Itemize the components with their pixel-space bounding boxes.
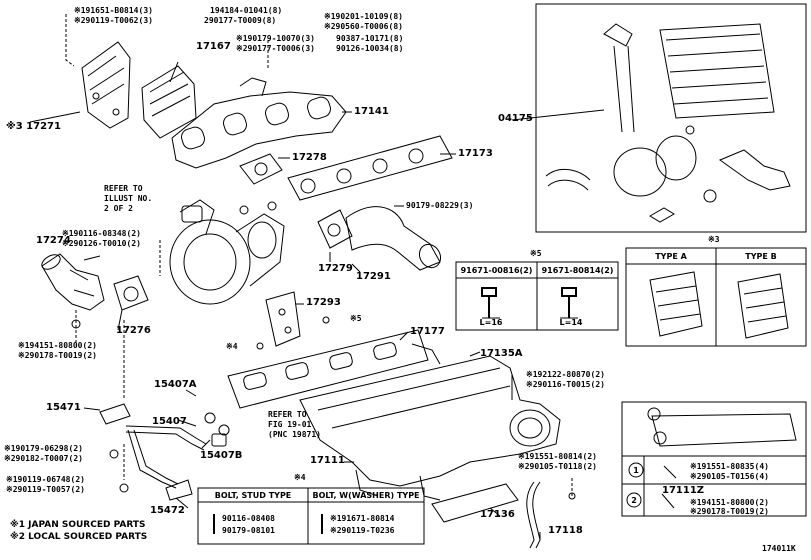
fastener-f8a: ※194151-80800(2): [18, 341, 97, 350]
variant-row2-b: ※290178-T0019(2): [690, 507, 769, 516]
type-box-3: [625, 247, 807, 347]
bracket-17293: [256, 291, 330, 350]
egr-pipe-15407: [99, 403, 230, 501]
fastener-f10a: ※190179-06298(2): [4, 444, 83, 453]
variant-circle-1-label: 1: [633, 466, 639, 475]
bolt-table-5-len2: L=14: [559, 318, 583, 327]
part-17291: 17291: [356, 271, 391, 282]
fastener-f12b: ※290105-T0118(2): [518, 462, 597, 471]
part-15471: 15471: [46, 402, 81, 413]
fastener-f7: 90179-08229(3): [406, 201, 474, 210]
variant-box: [621, 401, 807, 517]
fastener-f11a: ※190119-06748(2): [6, 475, 85, 484]
part-17118: 17118: [548, 525, 583, 536]
mark-5-callout: ※5: [350, 314, 362, 323]
part-15472: 15472: [150, 505, 185, 516]
type-b-label: TYPE B: [745, 252, 777, 261]
part-17111: 17111: [310, 455, 345, 466]
fastener-f1a: ※191651-B0814(3): [74, 6, 153, 15]
bolt-table-4-c1b: 90179-08101: [222, 526, 275, 535]
bolt-table-5-col2: 91671-80814(2): [541, 266, 614, 275]
fastener-f9b: ※290116-T0015(2): [526, 380, 605, 389]
inset-04175: [511, 3, 807, 233]
part-17274: 17274: [36, 235, 71, 246]
fastener-f3a: ※190201-10109(8): [324, 12, 403, 21]
part-15407: 15407: [152, 416, 187, 427]
gasket-17278: [239, 153, 283, 185]
fastener-f2b: 290177-T0009(8): [204, 16, 277, 25]
part-15407A: 15407A: [154, 379, 197, 390]
part-17135A: 17135A: [480, 348, 523, 359]
part-17279: 17279: [318, 263, 353, 274]
fastener-f8b: ※290178-T0019(2): [18, 351, 97, 360]
refer-fig-note: REFER TO FIG 19-01 (PNC 19871): [268, 410, 321, 439]
fastener-f5b: 90126-10034(8): [336, 44, 404, 53]
fastener-f1b: ※290119-T0062(3): [74, 16, 153, 25]
part-17177: 17177: [410, 326, 445, 337]
variant-row1-a: ※191551-80835(4): [690, 462, 769, 471]
fastener-f2a: 194184-01041(8): [210, 6, 283, 15]
bolt-table-4-header-washer: BOLT, W(WASHER) TYPE: [312, 491, 420, 500]
intake-manifold-17111: [299, 355, 561, 501]
type-box-mark: ※3: [708, 235, 720, 244]
mark-4-callout: ※4: [226, 342, 238, 351]
variant-circle-2-label: 2: [631, 496, 637, 505]
insulator-17167: [141, 65, 197, 139]
part-15407B: 15407B: [200, 450, 243, 461]
fastener-f5a: 90387-10171(8): [336, 34, 404, 43]
figure-id: 174011K: [762, 544, 796, 553]
part-17271: ※3 17271: [6, 121, 61, 132]
exhaust-pipe-17291: [317, 206, 442, 271]
intake-elbow-17274: [41, 253, 105, 329]
fastener-f10b: ※290182-T0007(2): [4, 454, 83, 463]
bolt-table-5: [455, 261, 619, 331]
variant-row1-b: ※290105-T0156(4): [690, 472, 769, 481]
bolt-table-5-col1: 91671-00816(2): [460, 266, 533, 275]
part-04175: 04175: [498, 113, 533, 124]
fastener-f9a: ※192122-80870(2): [526, 370, 605, 379]
refer-illust-note: REFER TO ILLUST NO. 2 OF 2: [104, 184, 153, 213]
exhaust-manifold-17141: [171, 77, 347, 169]
pipe-17118: [526, 481, 576, 549]
footnote-local: ※2 LOCAL SOURCED PARTS: [10, 532, 148, 542]
bolt-table-4: [197, 487, 425, 545]
bolt-table-4-header-stud: BOLT, STUD TYPE: [214, 491, 292, 500]
part-17111Z: 17111Z: [662, 485, 705, 496]
part-17276: 17276: [116, 325, 151, 336]
fastener-f6b: ※290126-T0010(2): [62, 239, 141, 248]
bolt-table-4-c2a: ※191671-80814: [330, 514, 395, 523]
part-17278: 17278: [292, 152, 327, 163]
bolt-table-4-c2b: ※290119-T0236: [330, 526, 395, 535]
gasket-17276: [113, 275, 149, 311]
fastener-f4a: ※190179-10070(3): [236, 34, 315, 43]
type-a-label: TYPE A: [655, 252, 687, 261]
part-17293: 17293: [306, 297, 341, 308]
gasket-17136: [431, 483, 519, 523]
fastener-f11b: ※290119-T0057(2): [6, 485, 85, 494]
variant-row2-a: ※194151-80800(2): [690, 498, 769, 507]
part-17173: 17173: [458, 148, 493, 159]
part-17141: 17141: [354, 106, 389, 117]
solid-leaders: [29, 61, 541, 540]
gasket-17177: [227, 329, 441, 409]
leader-lines: [65, 14, 573, 496]
fastener-f6a: ※190116-08348(2): [62, 229, 141, 238]
turbocharger: [169, 199, 285, 305]
part-17136: 17136: [480, 509, 515, 520]
footnote-japan: ※1 JAPAN SOURCED PARTS: [10, 520, 146, 530]
mark-4-table-callout: ※4: [294, 473, 306, 482]
fastener-f4b: ※290177-T0006(3): [236, 44, 315, 53]
gasket-17173: [287, 135, 453, 201]
part-17167: 17167: [196, 41, 231, 52]
fastener-f3b: ※290560-T0006(8): [324, 22, 403, 31]
bolt-table-4-c1a: 90116-08408: [222, 514, 275, 523]
bolt-table-5-mark: ※5: [530, 249, 542, 258]
heat-insulator-17271: [81, 41, 131, 129]
fastener-f12a: ※191551-80814(2): [518, 452, 597, 461]
bolt-table-5-len1: L=16: [479, 318, 503, 327]
